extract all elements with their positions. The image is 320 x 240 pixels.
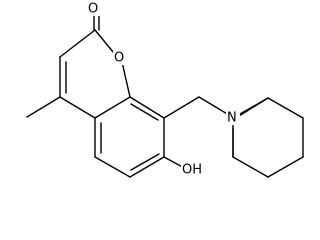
amine-nitrogen-label: N (227, 111, 237, 126)
bond-cy3-cy4 (267, 156, 304, 178)
label-bg-ring-o (113, 51, 127, 65)
label-bg-n (226, 110, 240, 125)
hydroxyl-label: OH (182, 163, 202, 178)
bond-c5-c6 (94, 156, 131, 178)
benzene-ring (94, 96, 165, 178)
bond-cy1-cy2 (267, 97, 304, 119)
bond-c2-c3 (59, 29, 96, 58)
bond-ch2-n (198, 96, 230, 116)
label-bg-oh (181, 163, 207, 178)
carbonyl-oxygen-label: O (88, 2, 98, 17)
cyclohexane-ring (232, 97, 304, 178)
bond-methyl-c4 (26, 96, 61, 118)
label-bg-carbonyl-o (87, 2, 101, 16)
chemical-structure-diagram: O O N OH (26, 2, 304, 178)
bond-c8-c8a (129, 96, 165, 119)
pyranone-ring (59, 29, 131, 119)
ring-oxygen-label: O (114, 51, 124, 66)
bond-c4a-c8a (94, 96, 131, 119)
bond-c6-c7 (129, 156, 165, 178)
bond-c8-ch2 (163, 96, 200, 119)
bond-c8-c8a-double (130, 103, 159, 121)
bond-c4-c4a (59, 96, 96, 119)
bond-cy4-cy5 (232, 156, 269, 178)
bond-c6-c7-double (130, 153, 160, 171)
aminomethyl-chain (163, 96, 269, 158)
carbonyl-group (93, 13, 100, 31)
bond-c8a-o1 (121, 61, 131, 98)
